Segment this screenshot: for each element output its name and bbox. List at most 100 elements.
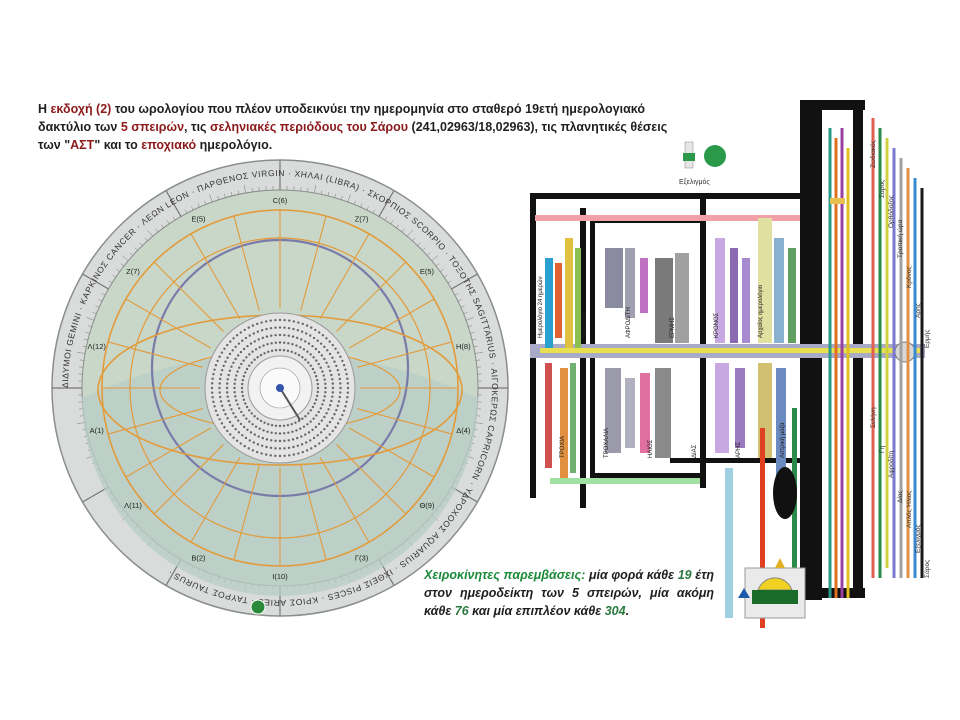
zodiac-tick <box>327 191 330 196</box>
calendar-dot <box>331 429 334 433</box>
calendar-dot <box>226 343 229 347</box>
bottom-shaft <box>725 468 733 618</box>
calendar-dot <box>346 396 349 399</box>
zodiac-tick <box>98 299 103 302</box>
calendar-dot <box>330 399 333 403</box>
mechanism-label: Δίας <box>896 490 904 503</box>
zodiac-tick <box>82 486 109 503</box>
dial-marker-label: I(10) <box>272 572 288 581</box>
calendar-dot <box>214 364 218 367</box>
calendar-dot <box>241 390 244 394</box>
calendar-dot <box>216 359 219 363</box>
zodiac-tick <box>165 190 182 217</box>
calendar-dot <box>226 356 229 359</box>
calendar-dot <box>328 340 331 343</box>
calendar-dot <box>213 368 216 371</box>
zodiac-tick <box>144 237 148 242</box>
mechanism-label: Σάρος <box>923 560 931 578</box>
zodiac-tick <box>390 220 394 224</box>
calendar-dot <box>307 412 310 415</box>
calendar-dot <box>319 366 322 369</box>
calendar-dot <box>309 364 312 367</box>
calendar-dot <box>309 409 312 412</box>
calendar-dot <box>323 345 326 349</box>
calendar-dot <box>278 424 282 428</box>
calendar-dot <box>325 337 328 340</box>
hour-line <box>153 444 224 515</box>
calendar-dot <box>234 415 237 419</box>
calendar-dot <box>324 386 327 390</box>
calendar-dot <box>260 452 263 455</box>
calendar-dot <box>295 429 298 432</box>
calendar-dot <box>337 373 341 376</box>
calendar-dot <box>218 355 221 358</box>
zodiac-tick <box>378 190 395 217</box>
calendar-dot <box>241 382 244 386</box>
frame-bar <box>590 473 700 478</box>
zodiac-tick <box>209 194 213 203</box>
caption-part: ημερολόγιο. <box>196 138 273 152</box>
calendar-dot <box>342 364 346 367</box>
calendar-dot <box>342 409 346 412</box>
calendar-dot <box>263 352 266 355</box>
gear-bar <box>758 218 772 343</box>
calendar-dot <box>333 413 336 416</box>
calendar-dot <box>336 368 340 372</box>
calendar-dot <box>296 444 300 448</box>
zodiac-tick <box>77 351 86 354</box>
pendulum-bob <box>773 467 797 519</box>
calendar-dot <box>323 427 326 431</box>
calendar-dot <box>328 369 332 372</box>
calendar-dot <box>218 418 221 421</box>
dial-hub <box>276 384 284 392</box>
calendar-dot <box>270 342 273 345</box>
calendar-dot <box>269 319 272 322</box>
caption-highlight: εποχιακό <box>141 138 197 152</box>
bottom-shaft <box>760 428 765 628</box>
calendar-dot <box>248 353 251 356</box>
calendar-dot <box>331 395 334 398</box>
caption-highlight: ΑΣΤ <box>70 138 95 152</box>
calendar-dot <box>291 343 294 346</box>
calendar-dot <box>311 367 315 371</box>
calendar-dot <box>282 349 286 352</box>
gear-label: ΤΡΟΧΙΑ <box>560 436 566 458</box>
calendar-dot <box>309 439 312 442</box>
calendar-dot <box>248 439 251 442</box>
calendar-dot <box>300 443 304 446</box>
calendar-dot <box>334 426 337 429</box>
calendar-dot <box>290 422 293 426</box>
frame-bar <box>530 193 810 199</box>
dial-marker-label: B(2) <box>191 553 206 562</box>
calendar-dot <box>287 439 290 442</box>
gear-bar <box>742 258 750 343</box>
calendar-dot <box>270 431 273 434</box>
caption-text: Η εκδοχή (2) του ωρολογίου που πλέον υπο… <box>38 100 688 154</box>
note-number: 304 <box>604 604 626 618</box>
calendar-dot <box>235 374 238 377</box>
zodiac-tick <box>161 224 164 228</box>
zodiac-tick <box>474 351 483 354</box>
calendar-dot <box>323 415 326 419</box>
calendar-dot <box>287 446 291 450</box>
zodiac-tick <box>82 345 87 348</box>
calendar-dot <box>283 318 286 322</box>
calendar-dot <box>339 386 342 390</box>
zodiac-tick <box>347 194 351 203</box>
calendar-dot <box>228 420 232 424</box>
calendar-dot <box>232 436 235 439</box>
calendar-dot <box>319 407 322 410</box>
calendar-dot <box>316 390 319 394</box>
calendar-dot <box>278 447 282 450</box>
gear-bar <box>675 253 689 343</box>
calendar-dot <box>300 338 303 341</box>
calendar-dot <box>301 356 304 359</box>
calendar-dot <box>282 341 286 344</box>
zodiac-tick <box>86 317 95 321</box>
calendar-dot <box>337 400 341 403</box>
calendar-dot <box>331 417 334 420</box>
caption-part: " και το <box>94 138 142 152</box>
calendar-dot <box>228 404 232 407</box>
gear-bar <box>605 248 623 308</box>
hour-line <box>107 408 203 435</box>
